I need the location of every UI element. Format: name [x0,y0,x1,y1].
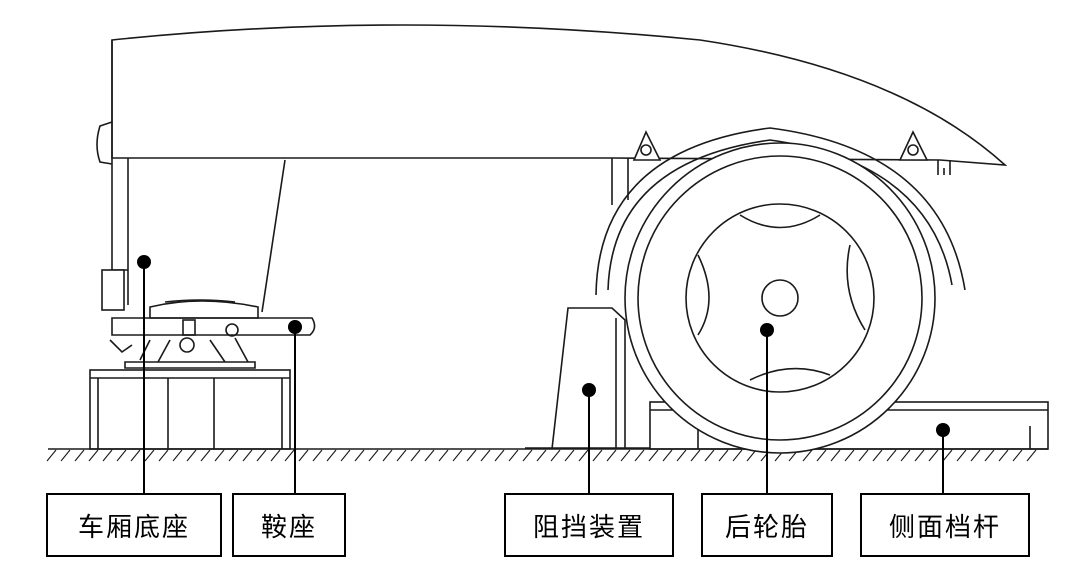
ground-hatch-mark [718,449,729,462]
marker-carriage-base [137,255,151,269]
ground-hatch-mark [746,449,757,462]
ground-hatch-mark [662,449,673,462]
ground-hatch-mark [228,449,239,462]
ground-hatch-mark [368,449,379,462]
ground-hatch-mark [200,449,211,462]
ground-hatch-mark [928,449,939,462]
blocking-device [525,307,650,450]
ground-hatch-mark [284,449,295,462]
ground-hatch-mark [914,449,925,462]
ground-hatch-mark [732,449,743,462]
ground-hatch-mark [522,449,533,462]
label-side-bar: 侧面档杆 [860,493,1030,557]
ground-hatch-mark [424,449,435,462]
ground-hatch-mark [690,449,701,462]
ground-hatch-mark [858,449,869,462]
marker-side-bar [936,423,950,437]
ground-hatch-mark [550,449,561,462]
ground-hatch-mark [1026,449,1037,462]
ground-hatch-mark [242,449,253,462]
ground-hatch-mark [130,449,141,462]
ground-hatch-mark [410,449,421,462]
ground-hatch-mark [438,449,449,462]
marker-blocking-device [582,383,596,397]
label-carriage-base: 车厢底座 [46,493,222,557]
ground-hatch-mark [354,449,365,462]
ground-hatch-mark [984,449,995,462]
label-saddle: 鞍座 [232,493,346,557]
ground-hatch-mark [816,449,827,462]
ground-hatch-mark [578,449,589,462]
label-blocking-device: 阻挡装置 [504,493,674,557]
ground-hatch-mark [256,449,267,462]
ground-hatch-mark [970,449,981,462]
ground-hatch-mark [480,449,491,462]
ground-hatch-mark [564,449,575,462]
ground-hatch-mark [536,449,547,462]
ground-hatch-mark [396,449,407,462]
trailer-body [96,24,1008,313]
rear-tire [595,127,966,454]
ground-hatch-mark [508,449,519,462]
marker-rear-tire [760,323,774,337]
label-rear-tire: 后轮胎 [701,493,833,557]
ground-hatch-mark [116,449,127,462]
ground-hatch-mark [648,449,659,462]
ground-hatch-mark [144,449,155,462]
ground-hatch-mark [1012,449,1023,462]
ground-hatch-mark [704,449,715,462]
ground-hatch-mark [60,449,71,462]
ground-hatch-mark [676,449,687,462]
ground-hatch-mark [900,449,911,462]
ground-hatch-mark [74,449,85,462]
ground-hatch-mark [592,449,603,462]
ground-hatch-mark [46,449,57,462]
ground-hatch-mark [298,449,309,462]
ground-hatch-mark [998,449,1009,462]
ground-hatch-mark [186,449,197,462]
ground-hatch-mark [172,449,183,462]
ground-hatch-mark [158,449,169,462]
ground-hatch-mark [326,449,337,462]
marker-saddle [288,320,302,334]
callouts [137,255,950,493]
ground-hatch-mark [830,449,841,462]
ground-hatch-mark [340,449,351,462]
ground-hatch-mark [872,449,883,462]
ground-hatch-mark [312,449,323,462]
ground-hatch-mark [802,449,813,462]
ground-hatch-mark [620,449,631,462]
ground-hatch-mark [634,449,645,462]
ground-hatch-mark [844,449,855,462]
saddle-assembly [89,299,316,450]
ground-hatch-mark [88,449,99,462]
ground-hatch-mark [942,449,953,462]
ground-hatch-mark [452,449,463,462]
ground-hatch-mark [606,449,617,462]
ground-hatch-mark [382,449,393,462]
ground-hatch-mark [214,449,225,462]
ground-hatch-mark [102,449,113,462]
ground-hatch-mark [494,449,505,462]
ground [46,448,1048,462]
ground-hatch-mark [270,449,281,462]
ground-hatch-mark [466,449,477,462]
ground-hatch-mark [886,449,897,462]
ground-hatch-mark [956,449,967,462]
